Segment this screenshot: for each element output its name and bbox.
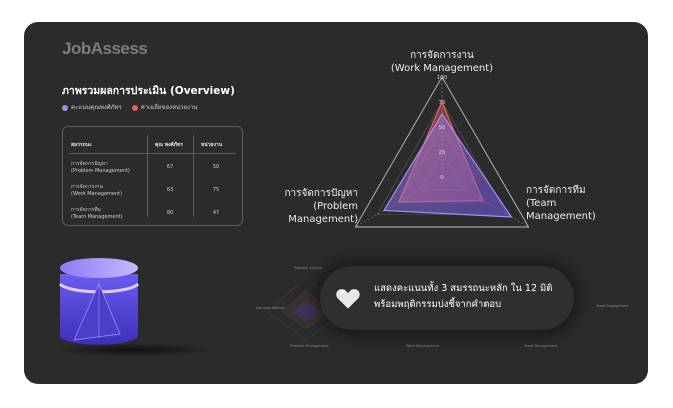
score-table: สมรรถนะ คุณ พงศ์ภัทร หน่วยงาน การจัดการป…	[62, 126, 243, 226]
toast-message: แสดงคะแนนทั้ง 3 สมรรถนะหลัก ใน 12 มิติ พ…	[374, 281, 552, 313]
axis-label-th: การจัดการปัญหา	[284, 188, 358, 199]
row-name-th: การจัดการทีม	[71, 207, 101, 213]
row-name-en: (Problem Management)	[71, 168, 130, 174]
cell-unit-score: 50	[212, 164, 220, 170]
radar-tick-label: 25	[439, 150, 446, 156]
toast-line-1: แสดงคะแนนทั้ง 3 สมรรถนะหลัก ใน 12 มิติ	[374, 283, 553, 294]
legend-item-person: คะแนนคุณพงศ์ภัทร	[62, 102, 122, 112]
table-row: การจัดการงาน(Work Management)	[71, 184, 122, 198]
cell-person-score: 80	[166, 210, 174, 216]
axis-label-en: (Team	[526, 198, 557, 209]
presentation-card: JobAssess ภาพรวมผลการประเมิน (Overview) …	[24, 22, 648, 384]
table-header-person: คุณ พงศ์ภัทร	[155, 142, 183, 148]
legend-label-person: คะแนนคุณพงศ์ภัทร	[71, 104, 122, 111]
bg-label: Decision Making	[256, 306, 285, 310]
radar-axis-label-team: การจัดการทีม (Team Management)	[526, 184, 596, 223]
bg-label: Team Management	[524, 344, 558, 348]
legend-item-unit: ค่าเฉลี่ยของหน่วยงาน	[131, 102, 198, 112]
radar-ticks: 0 25 50 75 100	[437, 75, 448, 181]
background-mini-radar	[267, 276, 345, 341]
cell-unit-score: 75	[212, 187, 220, 193]
radar-tick-label: 0	[440, 175, 444, 181]
table-col-divider	[147, 135, 148, 217]
radar-series	[382, 100, 513, 218]
radar-series-person	[382, 112, 513, 218]
chart-legend: คะแนนคุณพงศ์ภัทร ค่าเฉลี่ยของหน่วยงาน	[62, 102, 197, 112]
app-logo: JobAssess	[62, 39, 148, 58]
table-col-divider	[193, 135, 194, 217]
bg-label: Team Engagement	[596, 304, 629, 308]
table-header-competency: สมรรถนะ	[71, 142, 92, 148]
row-name-th: การจัดการปัญหา	[71, 161, 108, 167]
axis-label-en: Management)	[526, 211, 596, 222]
axis-label-th: การจัดการทีม	[526, 185, 586, 196]
row-name-en: (Work Management)	[71, 191, 123, 197]
radar-ring	[376, 101, 508, 215]
table-divider	[69, 153, 236, 154]
table-row: การจัดการทีม(Team Management)	[71, 207, 123, 221]
heart-icon	[336, 289, 360, 309]
axis-label-en: Management)	[288, 214, 358, 225]
bg-label: Work Management	[406, 344, 440, 348]
radar-tick-label: 50	[439, 125, 446, 131]
table-header-unit: หน่วยงาน	[201, 142, 223, 148]
radar-axis-label-problem: การจัดการปัญหา (Problem Management)	[276, 187, 358, 226]
cell-person-score: 63	[166, 187, 174, 193]
row-name-th: การจัดการงาน	[71, 184, 103, 190]
info-toast: แสดงคะแนนทั้ง 3 สมรรถนะหลัก ใน 12 มิติ พ…	[320, 266, 574, 330]
radar-tick-label: 75	[439, 100, 446, 106]
table-row: การจัดการปัญหา(Problem Management)	[71, 161, 130, 175]
legend-dot-unit	[131, 104, 138, 111]
bg-label: Problem Management	[290, 344, 329, 348]
cylinder-illustration	[49, 258, 219, 357]
legend-label-unit: ค่าเฉลี่ยของหน่วยงาน	[140, 104, 198, 111]
cell-person-score: 67	[166, 164, 174, 170]
legend-dot-person	[62, 104, 68, 111]
cell-unit-score: 47	[212, 210, 220, 216]
axis-label-en: (Work Management)	[390, 63, 494, 74]
radar-ring	[354, 76, 530, 228]
radar-axis-label-work: การจัดการงาน (Work Management)	[384, 49, 500, 75]
radar-tick-label: 100	[437, 75, 448, 81]
toast-line-2: พร้อมพฤติกรรมบ่งชี้จากคำตอบ	[374, 299, 502, 310]
bg-label: Problem Solving	[294, 266, 323, 270]
axis-label-en: (Problem	[313, 201, 358, 212]
overview-title: ภาพรวมผลการประเมิน (Overview)	[62, 85, 235, 97]
axis-label-th: การจัดการงาน	[410, 50, 474, 61]
radar-chart: 0 25 50 75 100	[49, 75, 530, 357]
row-name-en: (Team Management)	[71, 214, 123, 220]
